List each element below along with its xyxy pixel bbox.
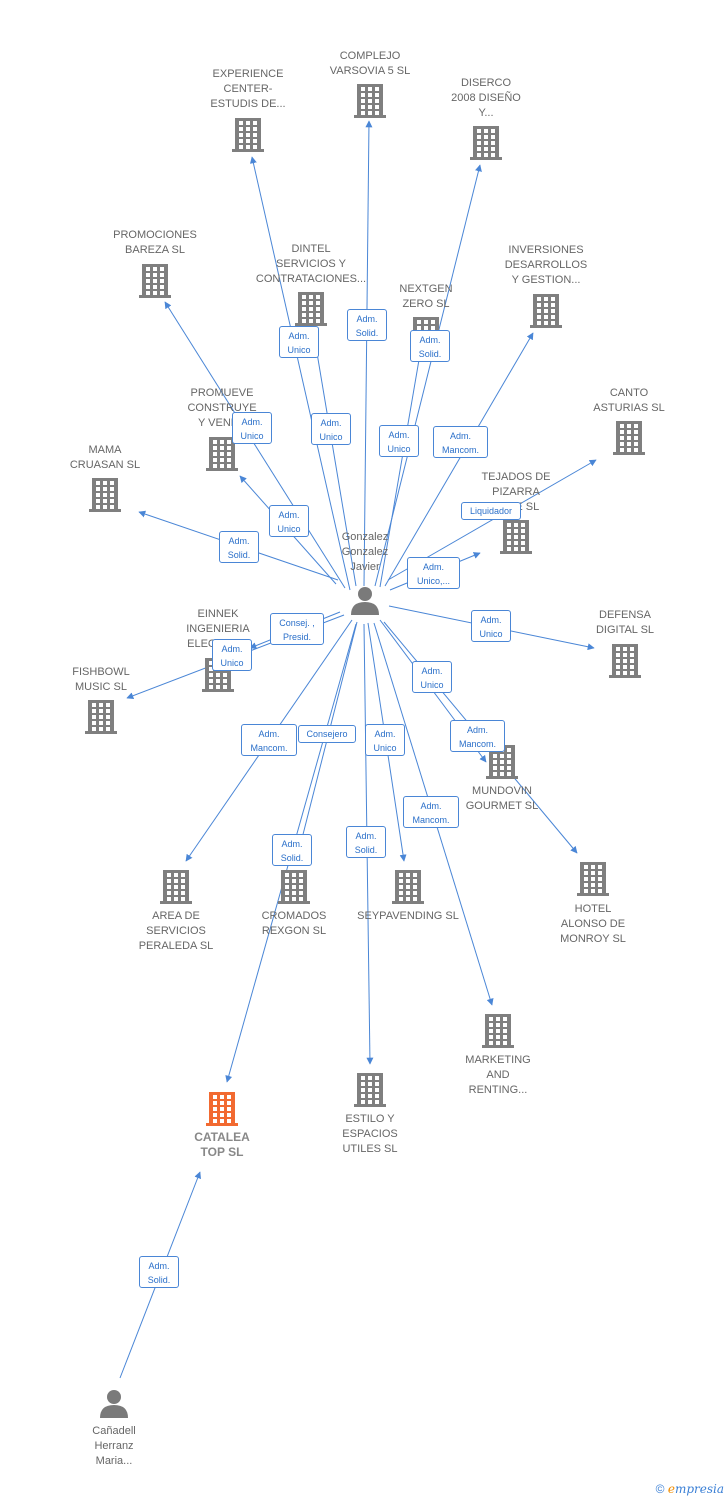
- role-badge-dintel[interactable]: Adm. Unico: [311, 413, 351, 445]
- building-icon[interactable]: [470, 126, 502, 160]
- role-badge-mama[interactable]: Adm. Solid.: [219, 531, 259, 563]
- company-label-inversiones[interactable]: INVERSIONES DESARROLLOS Y GESTION...: [504, 244, 588, 286]
- role-badge-diserco[interactable]: Adm. Solid.: [410, 330, 450, 362]
- role-badge-cromados[interactable]: Consejero: [298, 725, 356, 743]
- role-badge-inversiones[interactable]: Adm. Mancom.: [433, 426, 488, 458]
- building-icon[interactable]: [278, 870, 310, 904]
- company-label-mundovin[interactable]: MUNDOVIN GOURMET SL: [465, 785, 539, 812]
- person-icon[interactable]: [351, 587, 379, 615]
- company-label-hotel[interactable]: HOTEL ALONSO DE MONROY SL: [560, 903, 626, 945]
- building-icon[interactable]: [85, 700, 117, 734]
- building-icon[interactable]: [354, 84, 386, 118]
- edge-gonzalez-dintel: [310, 328, 357, 587]
- edge-gonzalez-promociones: [164, 301, 346, 589]
- role-badge-catalea[interactable]: Adm. Solid.: [272, 834, 312, 866]
- company-label-fishbowl[interactable]: FISHBOWL MUSIC SL: [72, 666, 130, 693]
- company-label-promueve[interactable]: PROMUEVE CONSTRUYE Y VENDE: [187, 387, 257, 429]
- company-label-dintel[interactable]: DINTEL SERVICIOS Y CONTRATACIONES...: [255, 243, 367, 285]
- role-badge-promueve[interactable]: Adm. Unico: [269, 505, 309, 537]
- building-icon[interactable]: [392, 870, 424, 904]
- person-label-canadell[interactable]: Cañadell Herranz Maria...: [92, 1425, 136, 1467]
- edge-gonzalez-nextgen: [379, 353, 423, 588]
- building-icon[interactable]: [530, 294, 562, 328]
- role-badge-mundovin[interactable]: Adm. Mancom.: [450, 720, 505, 752]
- company-label-area[interactable]: AREA DE SERVICIOS PERALEDA SL: [138, 910, 214, 952]
- company-label-promociones[interactable]: PROMOCIONES BAREZA SL: [113, 229, 197, 256]
- role-badge-estilo[interactable]: Adm. Solid.: [346, 826, 386, 858]
- company-label-catalea[interactable]: CATALEA TOP SL: [194, 1130, 250, 1159]
- person-icon[interactable]: [100, 1390, 128, 1418]
- company-label-defensa[interactable]: DEFENSA DIGITAL SL: [595, 609, 655, 636]
- company-label-diserco[interactable]: DISERCO 2008 DISEÑO Y...: [451, 77, 521, 119]
- role-badge-complejo[interactable]: Adm. Solid.: [347, 309, 387, 341]
- role-badge-nextgen[interactable]: Adm. Unico: [379, 425, 419, 457]
- company-label-mama[interactable]: MAMA CRUASAN SL: [69, 444, 141, 471]
- role-badge-hotel[interactable]: Adm. Unico: [412, 661, 452, 693]
- building-icon[interactable]: [232, 118, 264, 152]
- person-label-gonzalez[interactable]: Gonzalez Gonzalez Javier: [341, 531, 389, 573]
- copyright-icon: ©: [655, 1482, 665, 1496]
- role-badge-tejados[interactable]: Adm. Unico,...: [407, 557, 460, 589]
- building-icon[interactable]: [613, 421, 645, 455]
- role-badge-promociones[interactable]: Adm. Unico: [232, 412, 272, 444]
- building-icon[interactable]: [206, 437, 238, 471]
- company-label-complejo[interactable]: COMPLEJO VARSOVIA 5 SL: [329, 50, 411, 77]
- company-label-estilo[interactable]: ESTILO Y ESPACIOS UTILES SL: [342, 1113, 398, 1155]
- role-badge-defensa[interactable]: Adm. Unico: [471, 610, 511, 642]
- role-badge-seypavending[interactable]: Adm. Unico: [365, 724, 405, 756]
- edge-gonzalez-inversiones: [384, 332, 534, 587]
- company-label-nextgen[interactable]: NEXTGEN ZERO SL: [399, 283, 453, 310]
- building-icon[interactable]: [139, 264, 171, 298]
- role-badge-experience[interactable]: Adm. Unico: [279, 326, 319, 358]
- company-label-canto[interactable]: CANTO ASTURIAS SL: [593, 387, 665, 414]
- role-badge-canto[interactable]: Liquidador: [461, 502, 521, 520]
- brand-e: e: [667, 1482, 675, 1496]
- building-icon[interactable]: [295, 292, 327, 326]
- company-label-cromados[interactable]: CROMADOS REXGON SL: [261, 910, 327, 937]
- role-badge-fishbowl[interactable]: Adm. Unico: [212, 639, 252, 671]
- brand-name: mpresia: [674, 1482, 724, 1496]
- building-icon[interactable]: [89, 478, 121, 512]
- role-badge-area[interactable]: Adm. Mancom.: [241, 724, 297, 756]
- building-icon[interactable]: [160, 870, 192, 904]
- edge-gonzalez-complejo: [363, 120, 373, 587]
- empresia-footer[interactable]: © empresia: [656, 1482, 724, 1496]
- building-icon[interactable]: [482, 1014, 514, 1048]
- building-icon[interactable]: [577, 862, 609, 896]
- role-badge-einnek[interactable]: Consej. , Presid.: [270, 613, 324, 645]
- company-label-experience[interactable]: EXPERIENCE CENTER- ESTUDIS DE...: [210, 68, 286, 110]
- building-icon[interactable]: [206, 1092, 238, 1126]
- role-badge-marketing[interactable]: Adm. Mancom.: [403, 796, 459, 828]
- edge-gonzalez-experience: [249, 156, 351, 591]
- building-icon[interactable]: [609, 644, 641, 678]
- building-icon[interactable]: [354, 1073, 386, 1107]
- company-label-seypavending[interactable]: SEYPAVENDING SL: [357, 910, 459, 922]
- company-label-marketing[interactable]: MARKETING AND RENTING...: [465, 1054, 531, 1096]
- role-badge-catalea[interactable]: Adm. Solid.: [139, 1256, 179, 1288]
- building-icon[interactable]: [500, 520, 532, 554]
